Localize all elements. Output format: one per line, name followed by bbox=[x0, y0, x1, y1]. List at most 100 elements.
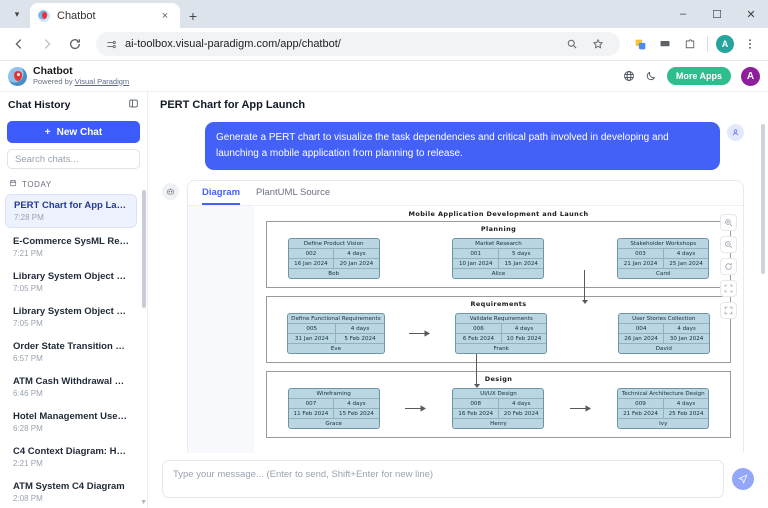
task-title: Stakeholder Workshops bbox=[618, 239, 709, 249]
task-title: Market Research bbox=[453, 239, 544, 249]
minimize-button[interactable]: – bbox=[679, 8, 687, 20]
chat-history-item[interactable]: Library System Object Diagr...7:05 PM bbox=[5, 266, 137, 298]
maximize-button[interactable]: ☐ bbox=[712, 8, 722, 21]
chat-history-item[interactable]: ATM Cash Withdrawal Seque...6:46 PM bbox=[5, 371, 137, 403]
task-duration: 4 days bbox=[333, 249, 379, 258]
zoom-in-icon[interactable] bbox=[720, 214, 737, 231]
task-owner: David bbox=[655, 345, 672, 352]
chat-history-item[interactable]: Order State Transition Diagra...6:57 PM bbox=[5, 336, 137, 368]
more-apps-button[interactable]: More Apps bbox=[666, 67, 731, 85]
chat-history-item[interactable]: C4 Context Diagram: Hotel ...2:21 PM bbox=[5, 441, 137, 473]
chat-item-time: 7:21 PM bbox=[13, 249, 43, 258]
site-settings-icon[interactable] bbox=[106, 39, 117, 50]
task-end-date: 25 Jan 2024 bbox=[662, 259, 709, 268]
chat-history-item[interactable]: E-Commerce SysML Require... 7:21 PM bbox=[5, 231, 137, 263]
extensions-puzzle-icon[interactable] bbox=[678, 32, 702, 56]
cast-icon[interactable] bbox=[653, 32, 677, 56]
tab-search-chevron-icon[interactable]: ▾ bbox=[14, 8, 20, 19]
chat-item-title: C4 Context Diagram: Hotel ... bbox=[13, 446, 129, 457]
profile-avatar[interactable]: A bbox=[713, 32, 737, 56]
tab-plantuml-source[interactable]: PlantUML Source bbox=[256, 187, 331, 198]
fullscreen-icon[interactable] bbox=[720, 302, 737, 319]
chat-item-time: 6:46 PM bbox=[13, 389, 43, 398]
fit-icon[interactable] bbox=[720, 280, 737, 297]
reset-icon[interactable] bbox=[720, 258, 737, 275]
task-duration: 4 days bbox=[662, 249, 709, 258]
message-composer: Type your message... (Enter to send, Shi… bbox=[148, 453, 768, 508]
conversation-scrollbar[interactable] bbox=[761, 124, 765, 339]
user-message-row: Generate a PERT chart to visualize the t… bbox=[162, 122, 754, 170]
toggle-sidebar-icon[interactable] bbox=[128, 98, 139, 112]
diagram-zoom-tools bbox=[720, 214, 737, 319]
address-bar[interactable]: ai-toolbox.visual-paradigm.com/app/chatb… bbox=[96, 32, 620, 56]
chat-item-title: Library System Object Diagr... bbox=[13, 306, 129, 317]
chrome-menu-icon[interactable] bbox=[738, 32, 762, 56]
reload-icon[interactable] bbox=[62, 31, 88, 57]
window-controls: – ☐ ✕ bbox=[666, 0, 768, 28]
extensions-badge-icon[interactable] bbox=[628, 32, 652, 56]
app-header: Chatbot Powered by Visual Paradigm More … bbox=[0, 61, 768, 92]
chat-item-title: ATM System C4 Diagram bbox=[13, 481, 125, 492]
tab-close-icon[interactable]: × bbox=[161, 9, 169, 22]
dark-mode-moon-icon[interactable] bbox=[645, 70, 657, 82]
chat-history-item[interactable]: Hotel Management Use Case6:28 PM bbox=[5, 406, 137, 438]
task-start-date: 26 Jan 2024 bbox=[624, 335, 658, 342]
globe-language-icon[interactable] bbox=[623, 70, 635, 82]
sidebar-scroll-thumb[interactable] bbox=[142, 190, 146, 308]
zoom-out-icon[interactable] bbox=[720, 236, 737, 253]
task-duration: 4 days bbox=[335, 324, 383, 333]
powered-by-text: Powered by bbox=[33, 76, 75, 86]
tab-diagram[interactable]: Diagram bbox=[202, 187, 241, 205]
back-icon[interactable] bbox=[6, 31, 32, 57]
visual-paradigm-link[interactable]: Visual Paradigm bbox=[74, 76, 130, 86]
send-button[interactable] bbox=[732, 468, 754, 490]
new-chat-button[interactable]: + New Chat bbox=[7, 121, 140, 143]
chat-item-title: E-Commerce SysML Require... bbox=[13, 236, 129, 247]
chat-history-item[interactable]: Library System Object Diagr...7:05 PM bbox=[5, 301, 137, 333]
close-window-button[interactable]: ✕ bbox=[746, 8, 756, 21]
new-tab-button[interactable]: + bbox=[188, 7, 198, 24]
scroll-down-arrow-icon[interactable]: ▼ bbox=[140, 499, 147, 506]
zoom-search-icon[interactable] bbox=[560, 32, 584, 56]
diagram-canvas[interactable]: Mobile Application Development and Launc… bbox=[188, 206, 743, 453]
task-owner: Henry bbox=[490, 420, 507, 427]
task-end-date: 20 Jan 2024 bbox=[333, 259, 379, 268]
search-chats-input[interactable]: Search chats... bbox=[7, 149, 140, 169]
conversation-scroll-thumb[interactable] bbox=[761, 124, 765, 274]
task-start-date: 21 Feb 2024 bbox=[623, 410, 658, 417]
search-chats-placeholder: Search chats... bbox=[15, 153, 79, 165]
task-owner: Eve bbox=[330, 345, 342, 352]
task-title: Define Functional Requirements bbox=[288, 314, 384, 324]
browser-tab[interactable]: Chatbot × bbox=[30, 3, 180, 28]
bookmark-star-icon[interactable] bbox=[586, 32, 610, 56]
user-avatar[interactable]: A bbox=[741, 66, 760, 86]
tab-title: Chatbot bbox=[57, 9, 96, 22]
dependency-arrow-icon bbox=[569, 405, 592, 412]
brand-subtitle: Powered by Visual Paradigm bbox=[33, 77, 129, 87]
task-id: 006 bbox=[473, 325, 484, 332]
task-end-date: 15 Feb 2024 bbox=[333, 409, 379, 418]
forward-icon[interactable] bbox=[34, 31, 60, 57]
task-id: 007 bbox=[305, 400, 317, 407]
sidebar-scrollbar[interactable] bbox=[142, 190, 146, 494]
card-tabs: Diagram PlantUML Source bbox=[188, 181, 743, 206]
chat-group-header: TODAY bbox=[0, 176, 141, 194]
toolbar-divider bbox=[707, 36, 708, 52]
message-input[interactable]: Type your message... (Enter to send, Shi… bbox=[162, 460, 724, 498]
profile-initial: A bbox=[716, 35, 734, 53]
main-panel: PERT Chart for App Launch Generate a PER… bbox=[148, 92, 768, 508]
